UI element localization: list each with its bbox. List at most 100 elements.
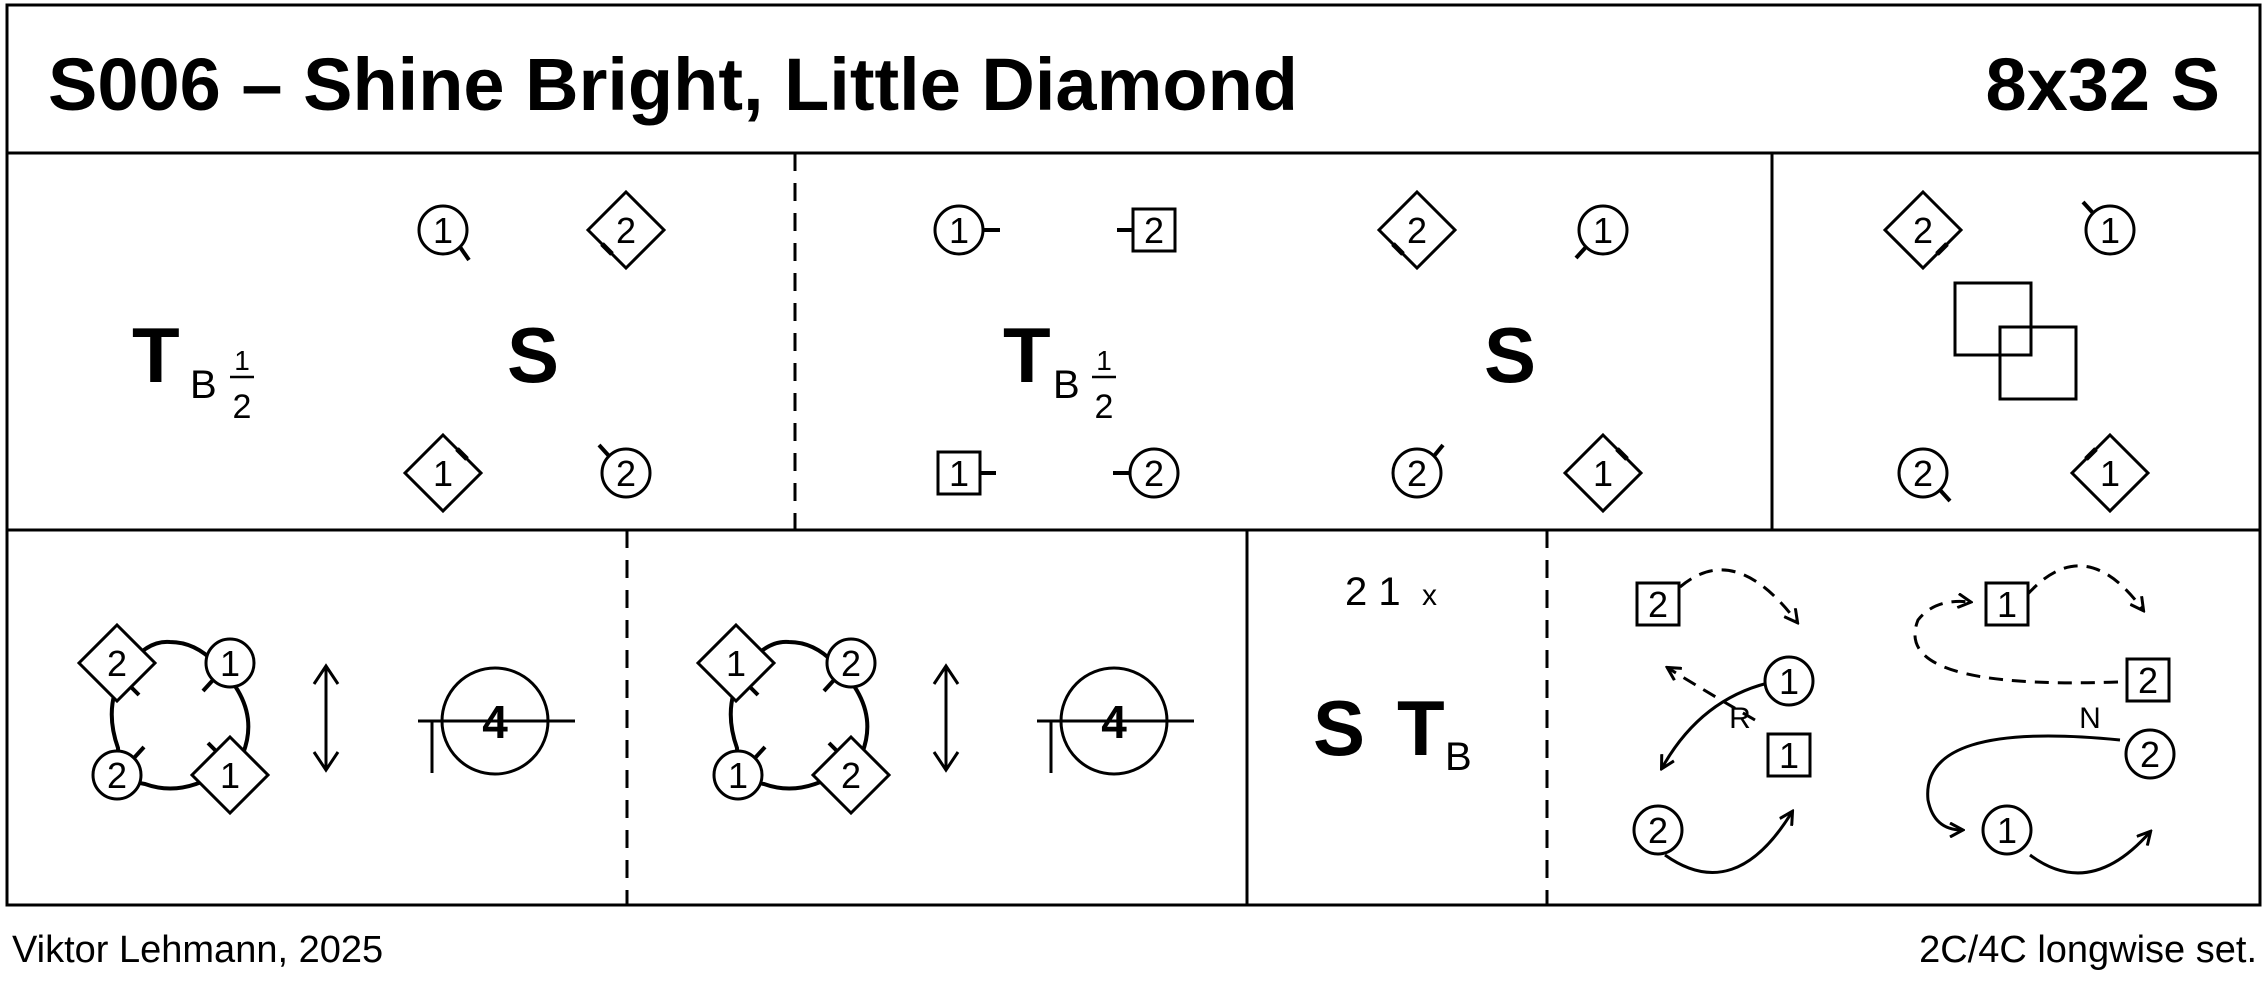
svg-text:1: 1 [2100,210,2120,251]
dancer-circle: 2 [2124,728,2176,780]
repeat-suffix: x [1422,579,1437,612]
dancer-circle: 2 [1632,804,1684,856]
dancer-diamond: 1 [695,622,777,704]
svg-text:1: 1 [433,453,453,494]
dancer-circle: 1 [1574,204,1629,260]
path-arrow [1662,681,1769,768]
panel-bars-9-16: T B 1 2 S 1 2 1 2 2 1 [933,189,1644,514]
fraction-denominator: 2 [1095,388,1114,426]
figure-letter: S [507,311,559,399]
dancer-square: 1 [1984,581,2030,627]
dancer-square: 2 [2125,657,2171,703]
svg-text:4: 4 [482,696,508,748]
path-label: N [2079,702,2101,735]
panel-bars-17-24: 2 1 2 1 [1882,189,2151,514]
dancer-circle: 2 [1113,447,1180,499]
dancer-circle: 1 [417,204,471,262]
panel-bars-25-28: 2 1 2 1 4 [76,622,575,816]
path-arrow [1926,734,2121,830]
path-arrow-dashed [1668,668,1756,722]
dancer-diamond: 2 [585,189,667,271]
svg-text:2: 2 [1407,210,1427,251]
svg-text:1: 1 [220,643,240,684]
fraction-numerator: 1 [234,345,250,376]
svg-text:2: 2 [1144,453,1164,494]
svg-text:2: 2 [841,755,861,796]
dancer-square: 2 [1635,581,1681,627]
svg-text:1: 1 [728,755,748,796]
repeat-label: 2 1 [1345,570,1401,614]
svg-text:1: 1 [1593,453,1613,494]
path-label: R [1729,702,1751,735]
dancer-circle: 2 [1391,443,1445,499]
dancer-circle: 2 [1897,447,1952,503]
dancer-diamond: 2 [1376,189,1458,271]
dancer-diamond: 1 [1562,432,1644,514]
dancer-square: 1 [1766,732,1812,778]
dancer-circle: 1 [933,204,1000,256]
dancer-circle: 1 [201,637,256,693]
figure-letter: T [1003,311,1051,399]
circle-four-icon: 4 [1037,666,1194,776]
figure-letter: T [1397,684,1445,772]
svg-text:2: 2 [1648,584,1668,625]
svg-text:2: 2 [107,643,127,684]
svg-text:2: 2 [1913,210,1933,251]
dancer-circle: 1 [712,745,767,801]
svg-text:1: 1 [220,755,240,796]
svg-text:1: 1 [726,643,746,684]
svg-text:1: 1 [1779,735,1799,776]
circle-four-icon: 4 [418,666,575,776]
figure-subscript: B [190,363,217,407]
path-arrow-dashed [1913,601,2119,685]
panel-bars-41-44: R 2 1 1 2 [1632,568,1815,874]
setting-square [1953,281,2033,357]
svg-text:2: 2 [2140,734,2160,775]
svg-text:1: 1 [1779,661,1799,702]
svg-text:2: 2 [2138,660,2158,701]
figure-letter: S [1313,684,1365,772]
path-arrow [1664,812,1792,874]
footer-author: Viktor Lehmann, 2025 [12,929,383,971]
setting-square [1998,325,2078,401]
svg-text:1: 1 [1997,810,2017,851]
panel-bars-33-40: 2 1 x S T B [1313,570,1472,779]
svg-text:1: 1 [2100,453,2120,494]
svg-text:1: 1 [949,210,969,251]
figure-letter: S [1484,311,1536,399]
svg-text:2: 2 [1648,810,1668,851]
svg-text:4: 4 [1101,696,1127,748]
dance-title: S006 – Shine Bright, Little Diamond [48,43,1298,126]
path-arrow-dashed [1679,568,1797,622]
svg-text:2: 2 [841,643,861,684]
figure-subscript: B [1053,363,1080,407]
svg-text:2: 2 [1913,453,1933,494]
panel-bars-45-48: N 1 2 2 1 [1913,564,2176,875]
dancer-diamond: 2 [810,734,892,816]
path-arrow [2029,832,2150,875]
up-down-arrow-icon [932,663,960,773]
dancer-circle: 1 [2081,200,2136,256]
panel-bars-1-8: T B 1 2 S 1 2 1 2 [132,189,667,514]
dancer-square: 2 [1117,207,1177,253]
svg-text:1: 1 [949,453,969,494]
dancer-square: 1 [936,450,996,496]
fraction-numerator: 1 [1096,345,1112,376]
footer-set-type: 2C/4C longwise set. [1919,929,2257,971]
dancer-circle: 2 [822,637,877,693]
card-frame [5,3,2262,907]
dancer-diamond: 1 [402,432,484,514]
svg-text:2: 2 [1407,453,1427,494]
svg-text:2: 2 [1144,210,1164,251]
dancer-diamond: 2 [1882,189,1964,271]
svg-text:1: 1 [433,210,453,251]
dancer-diamond: 2 [76,622,158,704]
dancer-circle: 1 [1763,655,1815,707]
svg-text:2: 2 [616,210,636,251]
dancer-diamond: 1 [2069,432,2151,514]
svg-text:1: 1 [1997,584,2017,625]
dancer-circle: 2 [91,745,146,801]
dancer-circle: 1 [1981,804,2033,856]
svg-text:1: 1 [1593,210,1613,251]
